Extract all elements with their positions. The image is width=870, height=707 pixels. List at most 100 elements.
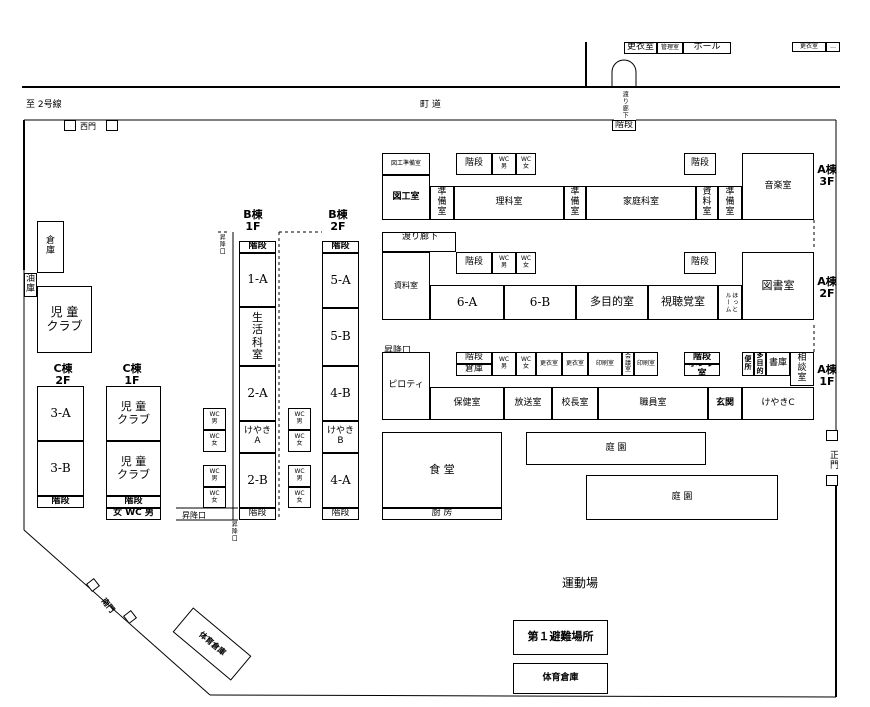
- a1f-toilet: 便所: [742, 352, 754, 376]
- science-room: 理科室: [454, 186, 564, 220]
- prep-room-1: 準備室: [430, 186, 454, 220]
- oil-storage: 油庫: [24, 273, 37, 297]
- library: 図書室: [742, 252, 814, 320]
- room-6b: 6-B: [504, 285, 576, 320]
- evacuation-site: 第１避難場所: [513, 620, 608, 655]
- west-gate: 西門: [80, 122, 96, 131]
- book-storage: 書庫: [766, 352, 790, 376]
- route-label: 至 2号線: [26, 100, 62, 110]
- room-4b: 4-B: [322, 366, 359, 421]
- west-gate-post-2: [106, 120, 118, 131]
- corridor-2f: 渡り廊下: [382, 232, 456, 252]
- main-gate: 正門: [827, 450, 838, 470]
- b2f-stairs-top: 階段: [322, 241, 359, 253]
- a3f-stairs-2: 階段: [684, 153, 716, 175]
- a1f-stairs: 階段: [456, 352, 492, 364]
- life-science-room: 生活科室: [239, 307, 276, 366]
- c1f-stairs: 階段: [106, 496, 161, 508]
- c2f-stairs: 階段: [37, 496, 84, 508]
- a1f-stairs-2: 階段: [684, 352, 720, 364]
- b1f-lift: 昇降口: [182, 511, 206, 520]
- room-5b: 5-B: [322, 308, 359, 366]
- room-6a: 6-A: [430, 285, 504, 320]
- a1f-print: 印刷室: [588, 352, 622, 376]
- garden-1: 庭 園: [526, 432, 706, 465]
- b1f-lift-bottom: 昇降口: [230, 520, 238, 542]
- main-gate-post-2: [826, 475, 838, 486]
- b2f-stairs-bottom: 階段: [322, 508, 359, 520]
- b1f-side-lift: 昇降口: [218, 233, 226, 255]
- health-room: 保健室: [430, 387, 504, 420]
- room-1a: 1-A: [239, 253, 276, 307]
- materials-room: 資料室: [382, 252, 430, 320]
- a1f-changing-1: 更衣室: [536, 352, 562, 376]
- c1f-wc: 女 WC 男: [106, 508, 161, 520]
- music-room: 音楽室: [742, 153, 814, 220]
- room-3a: 3-A: [37, 386, 84, 441]
- piloti: ピロティ: [382, 352, 430, 420]
- pe-storage: 体育倉庫: [513, 663, 608, 694]
- consultation-room: 相談室: [790, 352, 814, 386]
- kitchen: 厨 房: [382, 508, 502, 520]
- manager-room: 管理室: [657, 42, 683, 54]
- a1f-storage: 倉庫: [456, 364, 492, 376]
- home-economics-room: 家庭科室: [586, 186, 696, 220]
- room-2a: 2-A: [239, 366, 276, 421]
- room-2b: 2-B: [239, 453, 276, 508]
- data-room: 資料室: [696, 186, 718, 220]
- children-club-main: 児 童クラブ: [37, 286, 92, 353]
- pump-room: ポンプ室: [684, 364, 720, 376]
- a1f-multi: 多目的: [754, 352, 766, 376]
- prep-room-3: 準備室: [718, 186, 742, 220]
- b1f-stairs-bottom: 階段: [239, 508, 276, 520]
- top-stairs: 階段: [612, 120, 636, 131]
- a3f-stairs: 階段: [456, 153, 492, 175]
- room-3b: 3-B: [37, 441, 84, 496]
- garden-2: 庭 園: [586, 475, 778, 520]
- multipurpose-room: 多目的室: [576, 285, 648, 320]
- a1f-print-2: 印刷室: [634, 352, 658, 376]
- hall: ホール: [683, 42, 731, 54]
- a2f-stairs-2: 階段: [684, 252, 716, 274]
- storage: 倉庫: [37, 221, 64, 273]
- children-club-c2: 児 童クラブ: [106, 441, 161, 496]
- a2f-stairs: 階段: [456, 252, 492, 274]
- hotto-room: ほっとルーム: [718, 285, 742, 320]
- street-label: 町 道: [420, 100, 441, 110]
- craft-room: 図工室: [382, 175, 430, 220]
- a1f-small-room: 会議室: [622, 352, 634, 376]
- entrance: 玄関: [708, 387, 742, 420]
- principal-room: 校長室: [552, 387, 598, 420]
- changing-room-top: 更衣室: [624, 42, 657, 54]
- sports-field: 運動場: [562, 576, 599, 590]
- b1f-stairs-top: 階段: [239, 241, 276, 253]
- av-room: 視聴覚室: [648, 285, 718, 320]
- tiny-room: …: [826, 42, 840, 52]
- prep-room-2: 準備室: [564, 186, 586, 220]
- craft-prep-room: 図工準備室: [382, 153, 430, 175]
- keyaki-c: けやきC: [742, 387, 814, 420]
